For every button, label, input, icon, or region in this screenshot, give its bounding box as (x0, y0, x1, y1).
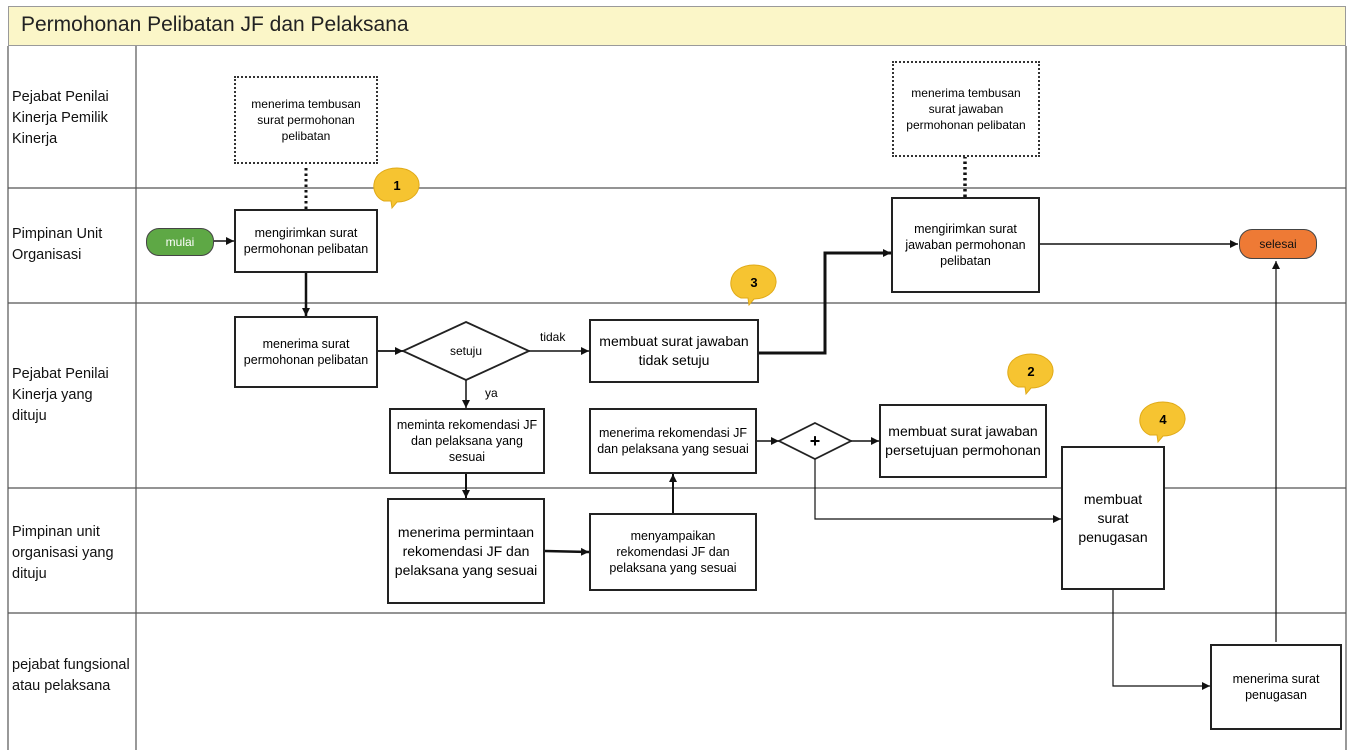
callout-number-4: 4 (1159, 411, 1167, 427)
callout-bubble-1 (373, 167, 420, 210)
box-receive-rec-request: menerima permintaan rekomendasi JF dan p… (387, 498, 545, 604)
box-reply-reject: membuat surat jawaban tidak setuju (589, 319, 759, 383)
box-send-request: mengirimkan surat permohonan pelibatan (234, 209, 378, 273)
box-receive-request: menerima surat permohonan pelibatan (234, 316, 378, 388)
lane-label-pejabat-fungsional: pejabat fungsional atau pelaksana (12, 657, 130, 694)
box-cc-request: menerima tembusan surat permohonan pelib… (234, 76, 378, 164)
callout-number-2: 2 (1027, 363, 1035, 379)
callouts (373, 167, 1186, 444)
end-node: selesai (1239, 229, 1317, 259)
box-make-assignment: membuat surat penugasan (1061, 446, 1165, 590)
callout-number-3: 3 (750, 274, 758, 290)
start-node: mulai (146, 228, 214, 256)
callout-bubble-4 (1139, 401, 1186, 444)
lane-label-pimpinan-unit: Pimpinan Unit Organisasi (12, 226, 103, 263)
edge-reject-to-reply (759, 249, 891, 355)
callout-bubble-3 (730, 264, 777, 307)
gateway-plus-icon: + (809, 430, 821, 451)
box-receive-assignment: menerima surat penugasan (1210, 644, 1342, 730)
decision-label: setuju (449, 344, 483, 358)
connectors (214, 157, 1280, 690)
edge-rec-request-to-send-rec (544, 547, 590, 556)
title-bar: Permohonan Pelibatan JF dan Pelaksana (8, 6, 1346, 46)
page-title: Permohonan Pelibatan JF dan Pelaksana (21, 13, 409, 36)
lane-label-pimpinan-unit-dituju: Pimpinan unit organisasi yang dituju (12, 524, 114, 582)
edge-label-yes: ya (485, 386, 498, 400)
callout-bubble-2 (1007, 353, 1054, 396)
box-cc-reply: menerima tembusan surat jawaban permohon… (892, 61, 1040, 157)
lane-label-pejabat-penilai-pemilik: Pejabat Penilai Kinerja Pemilik Kinerja (12, 89, 109, 147)
lane-label-pejabat-penilai-dituju: Pejabat Penilai Kinerja yang dituju (12, 366, 109, 424)
callout-number-1: 1 (393, 177, 401, 193)
box-ask-recommendation: meminta rekomendasi JF dan pelaksana yan… (389, 408, 545, 474)
edge-assignment-to-receive (1112, 590, 1210, 690)
swimlane-grid (7, 46, 1347, 750)
box-send-recommendation: menyampaikan rekomendasi JF dan pelaksan… (589, 513, 757, 591)
box-receive-recommendation: menerima rekomendasi JF dan pelaksana ya… (589, 408, 757, 474)
edge-gateway-to-assignment (814, 459, 1061, 523)
edge-label-no: tidak (540, 330, 566, 344)
box-reply-approve: membuat surat jawaban persetujuan permoh… (879, 404, 1047, 478)
box-send-reply: mengirimkan surat jawaban permohonan pel… (891, 197, 1040, 293)
